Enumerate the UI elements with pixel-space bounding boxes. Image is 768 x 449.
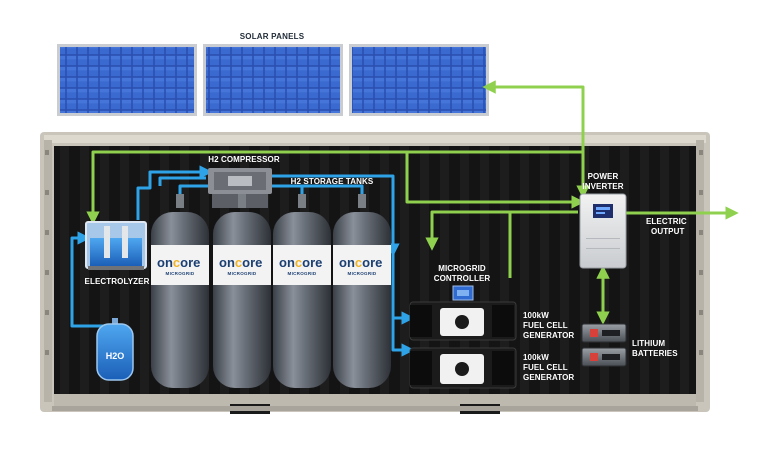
power-inverter-label-2: INVERTER: [582, 182, 623, 191]
solar-panels: SOLAR PANELS: [57, 32, 489, 116]
microgrid-controller-label-2: CONTROLLER: [434, 274, 491, 283]
h2-storage-tanks-label: H2 STORAGE TANKS: [291, 177, 374, 186]
solar-panel-1: [57, 44, 197, 116]
compressor-loop-line: [158, 176, 206, 186]
h2o-tank: H2O: [96, 318, 134, 381]
solar-panel-3: [349, 44, 489, 116]
solar-to-inverter-line: [482, 80, 590, 199]
lithium-batteries: LITHIUM BATTERIES: [581, 323, 678, 367]
lithium-batteries-label-1: LITHIUM: [632, 339, 665, 348]
inverter-to-controller-line: [425, 210, 578, 251]
h2-tank-4: oncore MICROGRID: [333, 194, 391, 388]
tank-brand-sub-4: MICROGRID: [348, 271, 377, 276]
h2-compressor-label: H2 COMPRESSOR: [208, 155, 280, 164]
tank-brand-2: oncore: [219, 255, 262, 270]
solar-panel-2: [203, 44, 343, 116]
microgrid-controller-label-1: MICROGRID: [438, 264, 486, 273]
microgrid-controller: MICROGRID CONTROLLER: [434, 264, 491, 301]
tank-brand-sub-3: MICROGRID: [288, 271, 317, 276]
tank-brand-3: oncore: [279, 255, 322, 270]
electrolyzer: ELECTROLYZER: [85, 221, 150, 286]
compressor-power-line: [405, 152, 585, 209]
fuel-cell-generator-1: 100kW FUEL CELL GENERATOR: [409, 301, 574, 341]
electric-output-label-2: OUTPUT: [651, 227, 685, 236]
electrolyzer-to-compressor-line: [136, 165, 213, 220]
fuel-cell-2-line1: 100kW: [523, 353, 549, 362]
compressor-to-tanks-line: [270, 174, 400, 257]
inverter-to-electrolyzer-line: [86, 150, 583, 225]
fuel-cell-1-line1: 100kW: [523, 311, 549, 320]
tank-brand-1: oncore: [157, 255, 200, 270]
tank-brand-4: oncore: [339, 255, 382, 270]
lithium-batteries-label-2: BATTERIES: [632, 349, 678, 358]
power-inverter-label-1: POWER: [588, 172, 619, 181]
fuel-cell-2-line2: FUEL CELL: [523, 363, 568, 372]
tank-brand-sub-2: MICROGRID: [228, 271, 257, 276]
solar-panels-label: SOLAR PANELS: [240, 32, 305, 41]
h2-tank-1: oncore MICROGRID: [151, 194, 209, 388]
fuel-cell-2-line3: GENERATOR: [523, 373, 574, 382]
h2-tank-2: oncore MICROGRID: [213, 194, 271, 388]
power-lines: [86, 80, 739, 325]
power-inverter: POWER INVERTER: [579, 172, 627, 269]
fuel-cell-1-line2: FUEL CELL: [523, 321, 568, 330]
fuel-cell-generator-2: 100kW FUEL CELL GENERATOR: [409, 347, 574, 389]
electric-output-label-1: ELECTRIC: [646, 217, 687, 226]
fuel-cell-1-line3: GENERATOR: [523, 331, 574, 340]
h2o-label: H2O: [106, 351, 125, 361]
water-to-electrolyzer-line: [70, 231, 106, 328]
h2-tank-3: oncore MICROGRID: [273, 194, 331, 388]
tank-brand-sub-1: MICROGRID: [166, 271, 195, 276]
h2-compressor: H2 COMPRESSOR: [208, 155, 280, 208]
tanks-to-fuel-cell-2-line: [391, 318, 415, 357]
electrolyzer-label: ELECTROLYZER: [85, 277, 150, 286]
